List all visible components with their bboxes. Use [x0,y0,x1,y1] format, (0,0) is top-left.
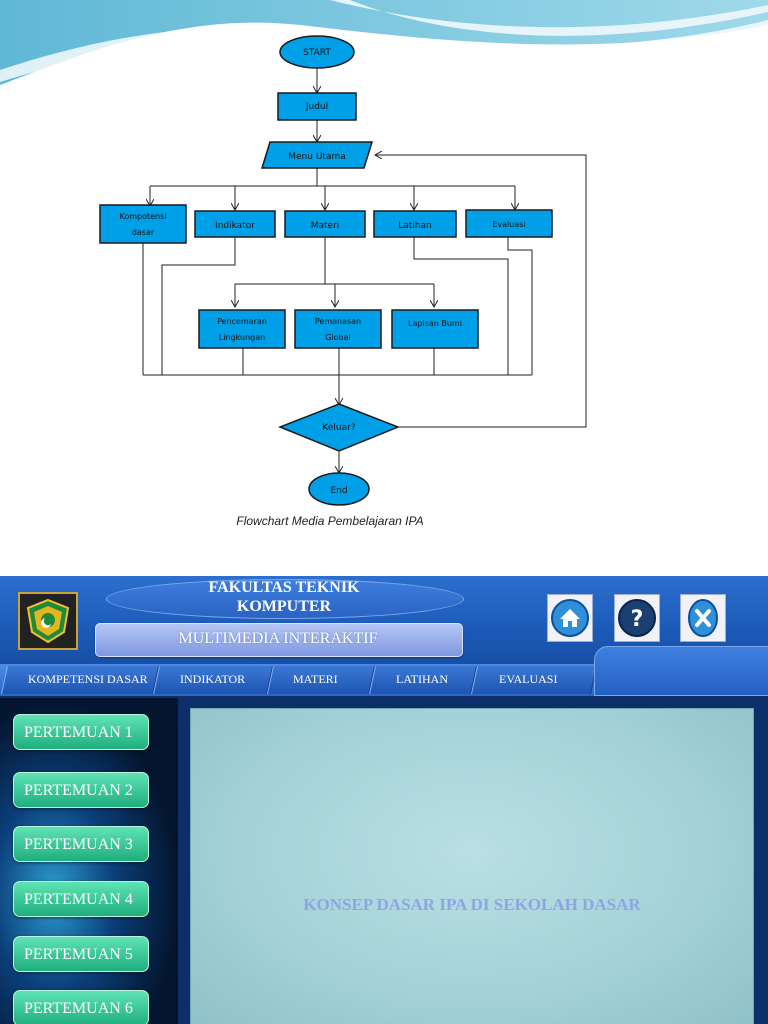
kompotensi-label-2: dasar [132,228,155,237]
nav-right-panel [594,646,768,696]
sidebar: PERTEMUAN 1 PERTEMUAN 2 PERTEMUAN 3 PERT… [0,698,178,1024]
indikator-label: Indikator [215,221,255,231]
home-icon [551,599,589,637]
evaluasi-label: Evaluasi [492,220,525,229]
lapisan-label: Lapisan Bumi [408,319,462,328]
judul-label: Judul [305,102,328,112]
subtitle-banner [95,623,463,657]
sidebar-pertemuan-1[interactable]: PERTEMUAN 1 [13,714,149,750]
pencemaran-label-1: Pencemaran [217,317,267,326]
lapisan-box [391,309,479,349]
end-node [308,472,370,506]
connectors [142,68,587,472]
end-label: End [330,486,347,496]
sidebar-pertemuan-6[interactable]: PERTEMUAN 6 [13,990,149,1024]
pemanasan-box [294,309,382,349]
help-icon: ? [618,599,656,637]
pemanasan-label-2: Global [325,333,351,342]
content-title: KONSEP DASAR IPA DI SEKOLAH DASAR [303,895,641,914]
judul-box [277,92,357,121]
indikator-box [194,210,276,238]
latihan-box [373,210,457,238]
svg-text:?: ? [631,607,644,632]
start-node [279,35,355,69]
flowchart-caption: Flowchart Media Pembelajaran IPA [236,514,424,528]
sidebar-pertemuan-5[interactable]: PERTEMUAN 5 [13,936,149,972]
content-panel: KONSEP DASAR IPA DI SEKOLAH DASAR [190,708,754,1024]
tab-indikator-label: INDIKATOR [180,672,246,686]
tab-kompetensi-dasar-label: KOMPETENSI DASAR [28,672,148,686]
home-button[interactable] [547,594,593,642]
materi-box [284,210,366,238]
keluar-decision [277,403,401,452]
pencemaran-label-2: Lingkungan [219,333,265,342]
university-logo [18,592,78,650]
pencemaran-box [198,309,286,349]
sidebar-pertemuan-4[interactable]: PERTEMUAN 4 [13,881,149,917]
subtitle-label: MULTIMEDIA INTERAKTIF [178,630,378,647]
kompotensi-box [99,204,187,244]
sidebar-pertemuan-2[interactable]: PERTEMUAN 2 [13,772,149,808]
close-icon [688,599,718,637]
faculty-line-1: FAKULTAS TEKNIK [208,579,360,596]
flowchart-svg: START Judul Menu Utama Kompotensi dasar … [0,0,768,506]
exit-button[interactable] [680,594,726,642]
tab-materi-label: MATERI [293,672,338,686]
latihan-label: Latihan [398,221,431,231]
materi-label: Materi [311,221,340,231]
tab-evaluasi-label: EVALUASI [499,672,558,686]
evaluasi-box [465,209,553,238]
menu-utama-box [260,141,374,169]
kompotensi-label-1: Kompotensi [119,212,166,221]
start-label: START [303,48,331,58]
header-wave [0,0,768,85]
flowchart-panel: START Judul Menu Utama Kompotensi dasar … [0,0,768,528]
menu-utama-label: Menu Utama [288,152,346,162]
pemanasan-label-1: Pemanasan [315,317,361,326]
emblem-icon [26,598,70,644]
app-window: FAKULTAS TEKNIK KOMPUTER MULTIMEDIA INTE… [0,576,768,1024]
faculty-line-2: KOMPUTER [236,598,332,615]
faculty-title: FAKULTAS TEKNIK KOMPUTER [106,578,462,616]
tab-latihan-label: LATIHAN [396,672,448,686]
keluar-label: Keluar? [322,423,355,433]
help-button[interactable]: ? [614,594,660,642]
flowchart-shapes [99,35,553,506]
sidebar-pertemuan-3[interactable]: PERTEMUAN 3 [13,826,149,862]
faculty-banner [106,579,464,619]
